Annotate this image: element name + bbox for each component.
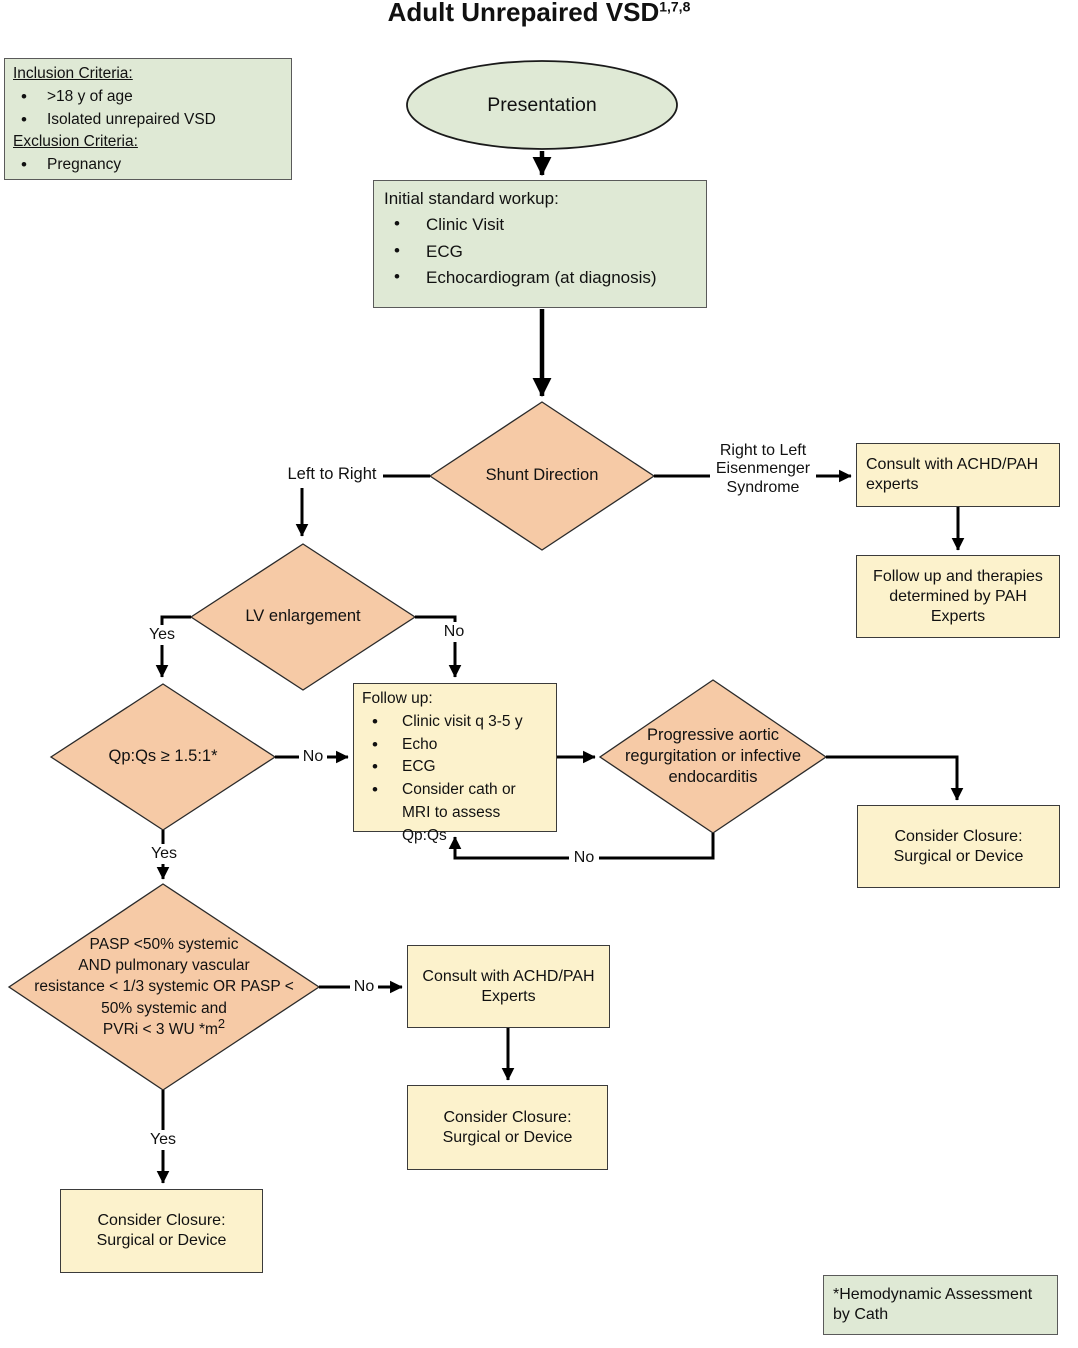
followup-item: ECG bbox=[362, 755, 548, 780]
qpqs-diamond-label: Qp:Qs ≥ 1.5:1* bbox=[108, 747, 218, 766]
inclusion-item: >18 y of age bbox=[13, 85, 216, 110]
edge-label-qpqs-no: No bbox=[299, 747, 327, 768]
edge-label-right-to-left: Right to Left Eisenmenger Syndrome bbox=[710, 441, 816, 499]
exclusion-item: Pregnancy bbox=[13, 153, 121, 178]
consider-closure-right-box: Consider Closure: Surgical or Device bbox=[857, 805, 1060, 888]
exclusion-heading: Exclusion Criteria: bbox=[13, 133, 138, 151]
workup-heading: Initial standard workup: bbox=[384, 189, 559, 208]
aortic-regurgitation-diamond bbox=[598, 679, 828, 834]
lv-enlargement-diamond bbox=[189, 543, 417, 691]
page-title: Adult Unrepaired VSD1,7,8 bbox=[0, 0, 1078, 28]
exclusion-list: Pregnancy bbox=[13, 153, 121, 178]
edge-label-qpqs-yes: Yes bbox=[148, 844, 180, 865]
footnote-box: *Hemodynamic Assessment by Cath bbox=[823, 1275, 1058, 1335]
followup-box: Follow up: Clinic visit q 3-5 y Echo ECG… bbox=[353, 683, 557, 844]
followup-pah-box: Follow up and therapies determined by PA… bbox=[856, 555, 1060, 638]
criteria-box: Inclusion Criteria: >18 y of age Isolate… bbox=[4, 58, 292, 180]
consult-experts-box: Consult with ACHD/PAH Experts bbox=[407, 945, 610, 1028]
presentation-oval bbox=[406, 60, 678, 150]
inclusion-heading: Inclusion Criteria: bbox=[13, 65, 133, 82]
consult-pah-box: Consult with ACHD/PAH experts bbox=[856, 443, 1060, 507]
workup-list: Clinic Visit ECG Echocardiogram (at diag… bbox=[384, 211, 657, 291]
pasp-diamond bbox=[7, 883, 321, 1091]
followup-heading: Follow up: bbox=[362, 690, 433, 707]
pasp-superscript: 2 bbox=[217, 1015, 226, 1031]
consider-closure-left-box: Consider Closure: Surgical or Device bbox=[60, 1189, 263, 1273]
workup-box: Initial standard workup: Clinic Visit EC… bbox=[373, 180, 707, 308]
followup-item: Consider cath or MRI to assess Qp:Qs bbox=[362, 778, 548, 847]
consider-closure-mid-box: Consider Closure: Surgical or Device bbox=[407, 1085, 608, 1170]
qpqs-diamond bbox=[49, 683, 277, 831]
workup-item: ECG bbox=[384, 238, 657, 265]
pasp-diamond-label: PASP <50% systemic AND pulmonary vascula… bbox=[34, 935, 294, 1039]
shunt-diamond-label: Shunt Direction bbox=[485, 466, 599, 485]
aortic-diamond-label: Progressive aortic regurgitation or infe… bbox=[624, 725, 802, 787]
edge-label-lv-no: No bbox=[440, 622, 468, 643]
inclusion-list: >18 y of age Isolated unrepaired VSD bbox=[13, 85, 216, 133]
followup-item: Clinic visit q 3-5 y bbox=[362, 710, 548, 735]
edge-label-left-to-right: Left to Right bbox=[287, 465, 377, 483]
inclusion-item: Isolated unrepaired VSD bbox=[13, 108, 216, 133]
followup-list: Clinic visit q 3-5 y Echo ECG Consider c… bbox=[362, 710, 548, 848]
page-title-text: Adult Unrepaired VSD bbox=[387, 0, 660, 27]
arrow-aortic-yes-to-closure bbox=[826, 755, 964, 801]
workup-item: Echocardiogram (at diagnosis) bbox=[384, 264, 657, 291]
followup-item: Echo bbox=[362, 733, 548, 758]
workup-item: Clinic Visit bbox=[384, 211, 657, 238]
edge-label-aortic-no: No bbox=[569, 848, 599, 869]
edge-label-pasp-no: No bbox=[350, 977, 378, 998]
presentation-label: Presentation bbox=[487, 93, 597, 116]
edge-label-pasp-yes: Yes bbox=[146, 1130, 180, 1151]
edge-label-lv-yes: Yes bbox=[146, 625, 178, 646]
shunt-direction-diamond bbox=[428, 401, 656, 551]
page-title-superscript: 1,7,8 bbox=[659, 0, 691, 15]
lv-diamond-label: LV enlargement bbox=[245, 607, 361, 626]
